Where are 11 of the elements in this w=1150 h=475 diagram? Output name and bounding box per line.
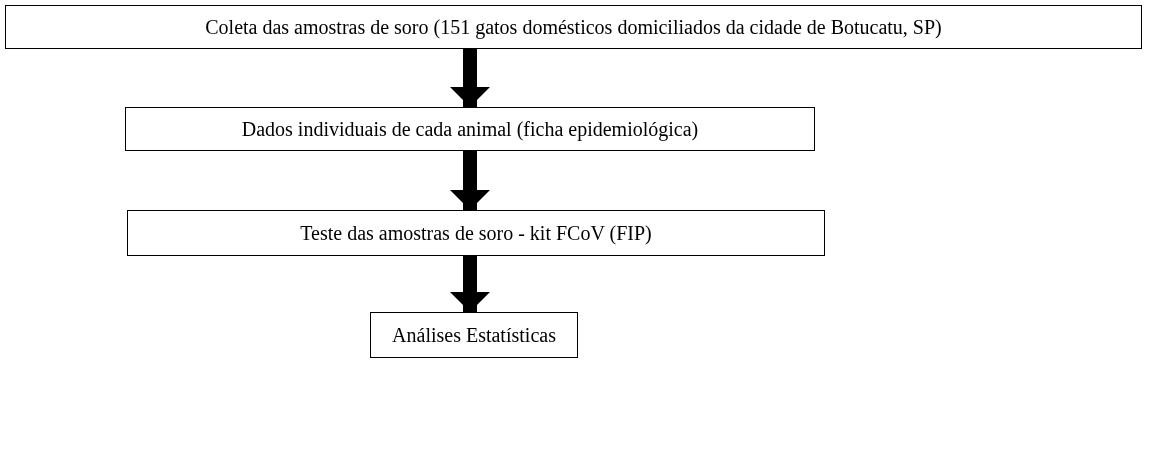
process-box	[5, 5, 1142, 49]
process-box	[127, 210, 825, 256]
arrow	[450, 256, 490, 312]
box-text: Dados individuais de cada animal (ficha epidemiológica)	[241, 117, 699, 141]
process-box	[125, 107, 815, 151]
arrow	[450, 151, 490, 210]
arrow	[450, 49, 490, 107]
process-box	[370, 312, 578, 358]
box-text: Coleta das amostras de soro (151 gatos domésticos domiciliados da cidade de Botucatu, SP)	[205, 15, 942, 39]
box-text: Teste das amostras de soro - kit FCoV (FIP)	[300, 221, 652, 245]
box-text: Análises Estatísticas	[392, 323, 556, 347]
